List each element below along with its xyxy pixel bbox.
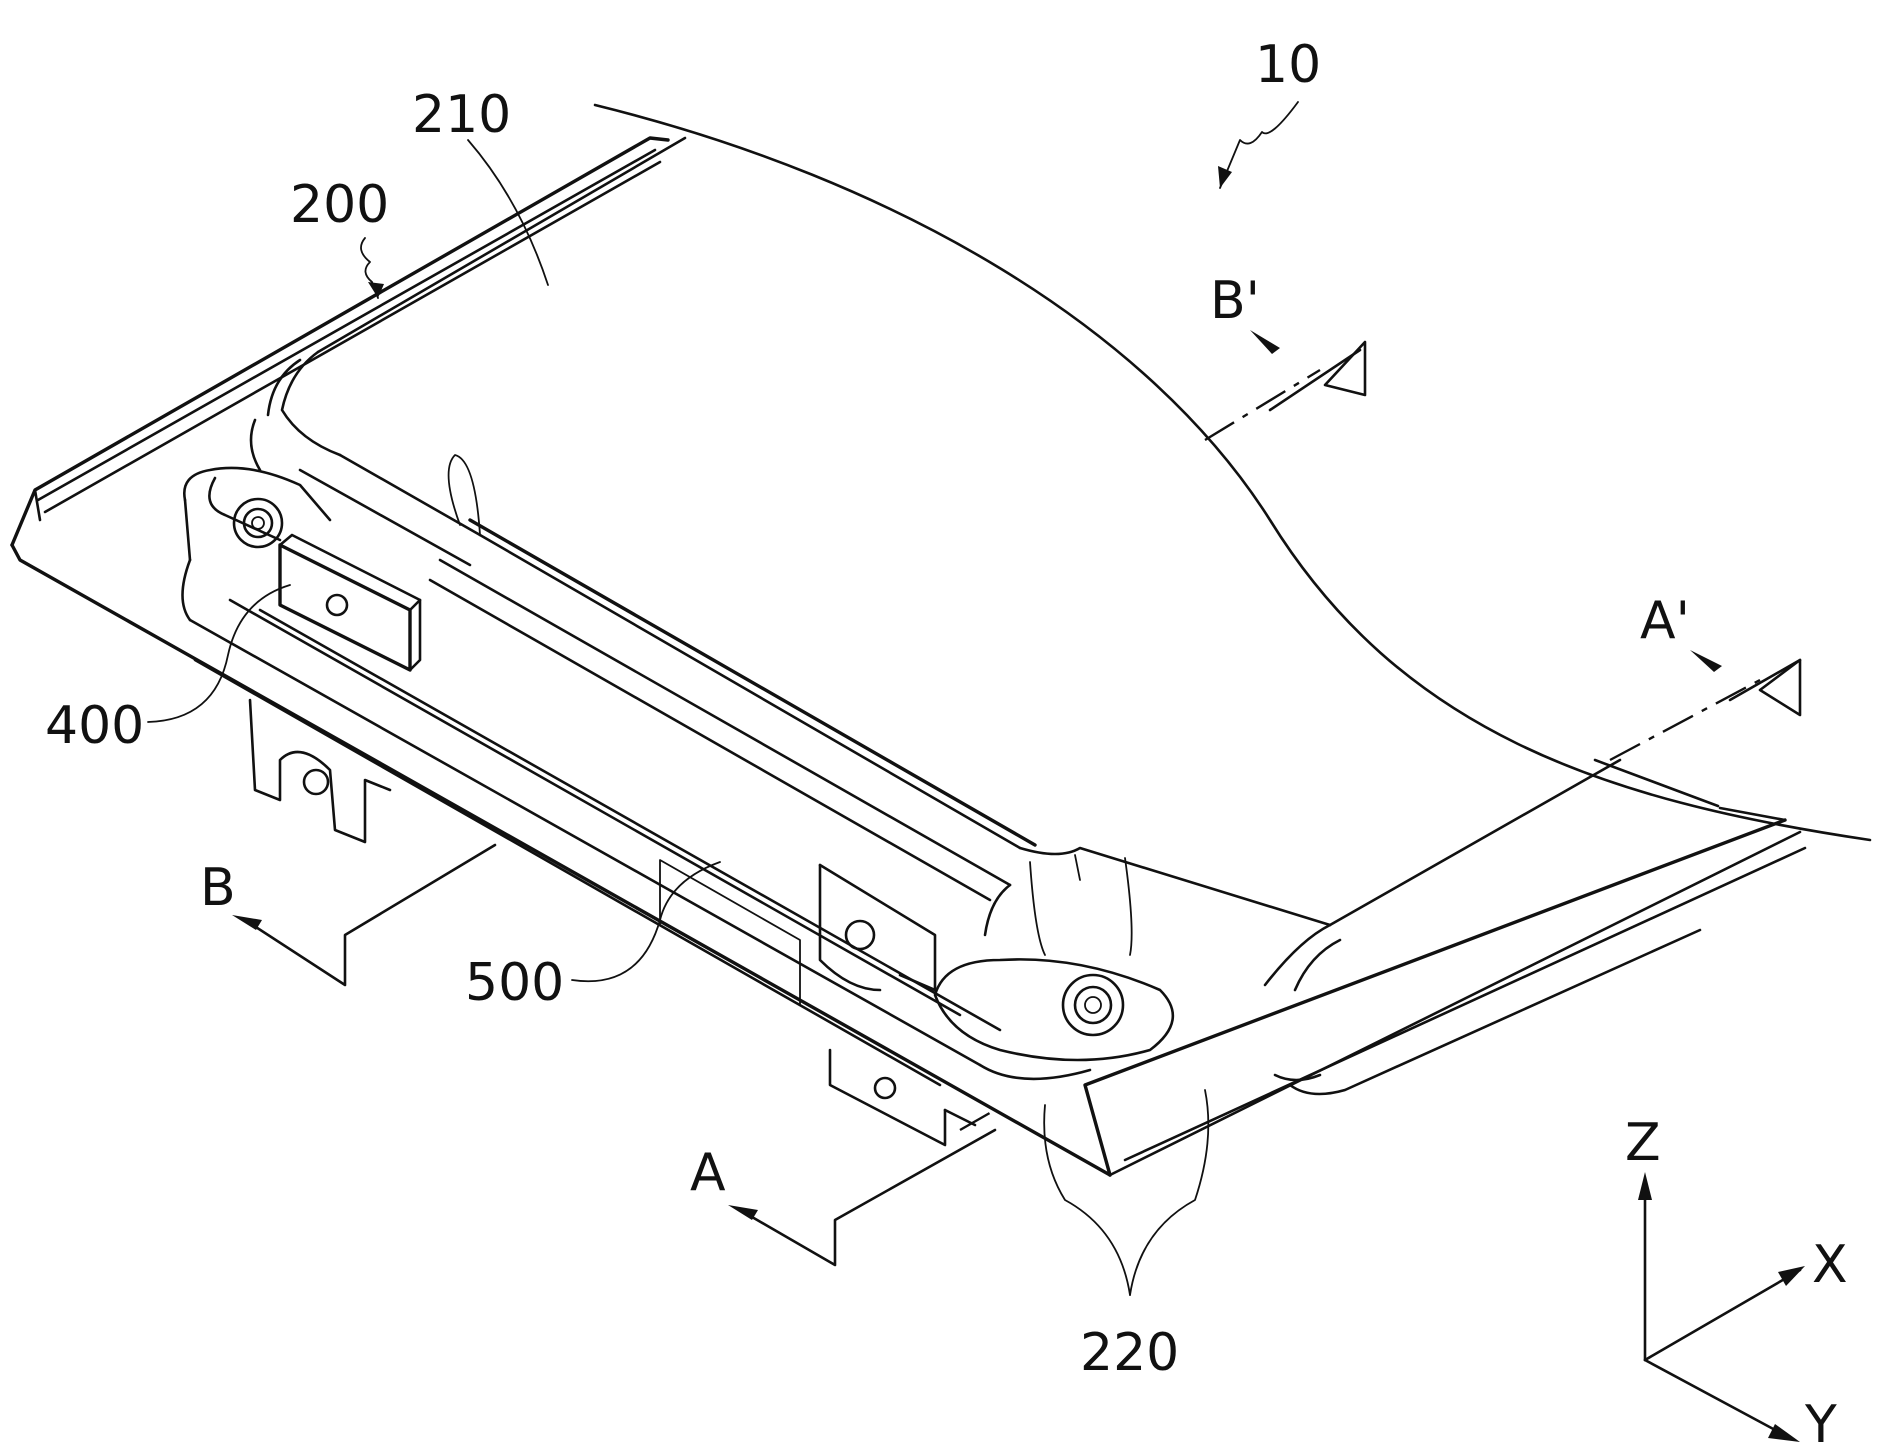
axis-label-y: Y: [1804, 1395, 1837, 1442]
section-arrow-b-prime: [1250, 330, 1280, 354]
bracket-left: [184, 468, 420, 842]
section-label-b: B: [200, 858, 236, 918]
plate-contour-curve: [595, 105, 1870, 840]
axis-label-z: Z: [1625, 1113, 1661, 1173]
label-side-walls: 220: [1080, 1323, 1179, 1383]
section-label-a: A: [690, 1143, 726, 1203]
frame-outline: [12, 138, 1805, 1175]
label-rail: 500: [465, 953, 564, 1013]
label-assembly: 10: [1255, 35, 1321, 95]
y-axis-arrowhead: [1768, 1424, 1800, 1442]
section-label-a-prime: A': [1640, 591, 1690, 651]
axis-triad: [1638, 1172, 1805, 1442]
section-label-b-prime: B': [1210, 271, 1260, 331]
rail: [183, 560, 1091, 1085]
label-bracket: 400: [45, 696, 144, 756]
plate-outline: [251, 138, 1620, 990]
x-axis-arrowhead: [1778, 1266, 1805, 1286]
label-plate: 210: [412, 85, 511, 145]
label-frame: 200: [290, 175, 389, 235]
leader-lines: [148, 102, 1298, 1295]
axis-label-x: X: [1812, 1235, 1848, 1295]
z-axis-arrowhead: [1638, 1172, 1652, 1200]
section-arrow-a-prime: [1690, 650, 1722, 672]
